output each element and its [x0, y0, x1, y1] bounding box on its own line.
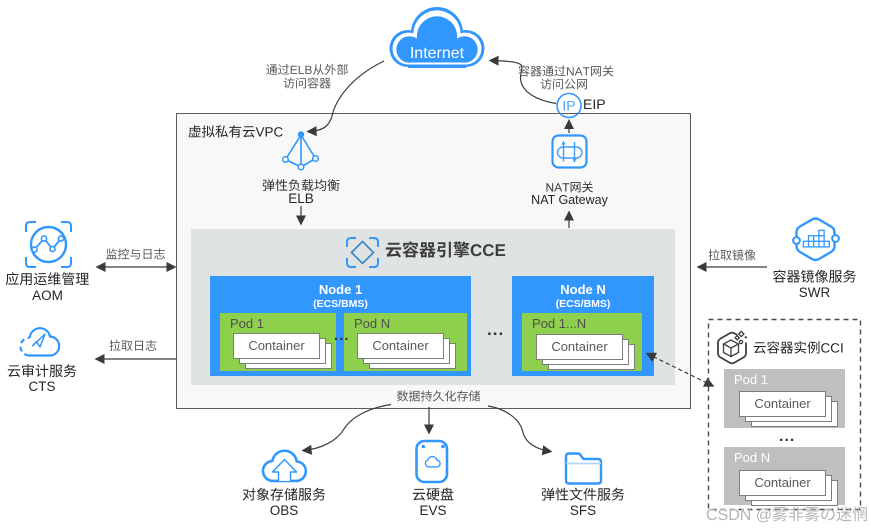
svg-text:IP: IP [562, 98, 575, 114]
